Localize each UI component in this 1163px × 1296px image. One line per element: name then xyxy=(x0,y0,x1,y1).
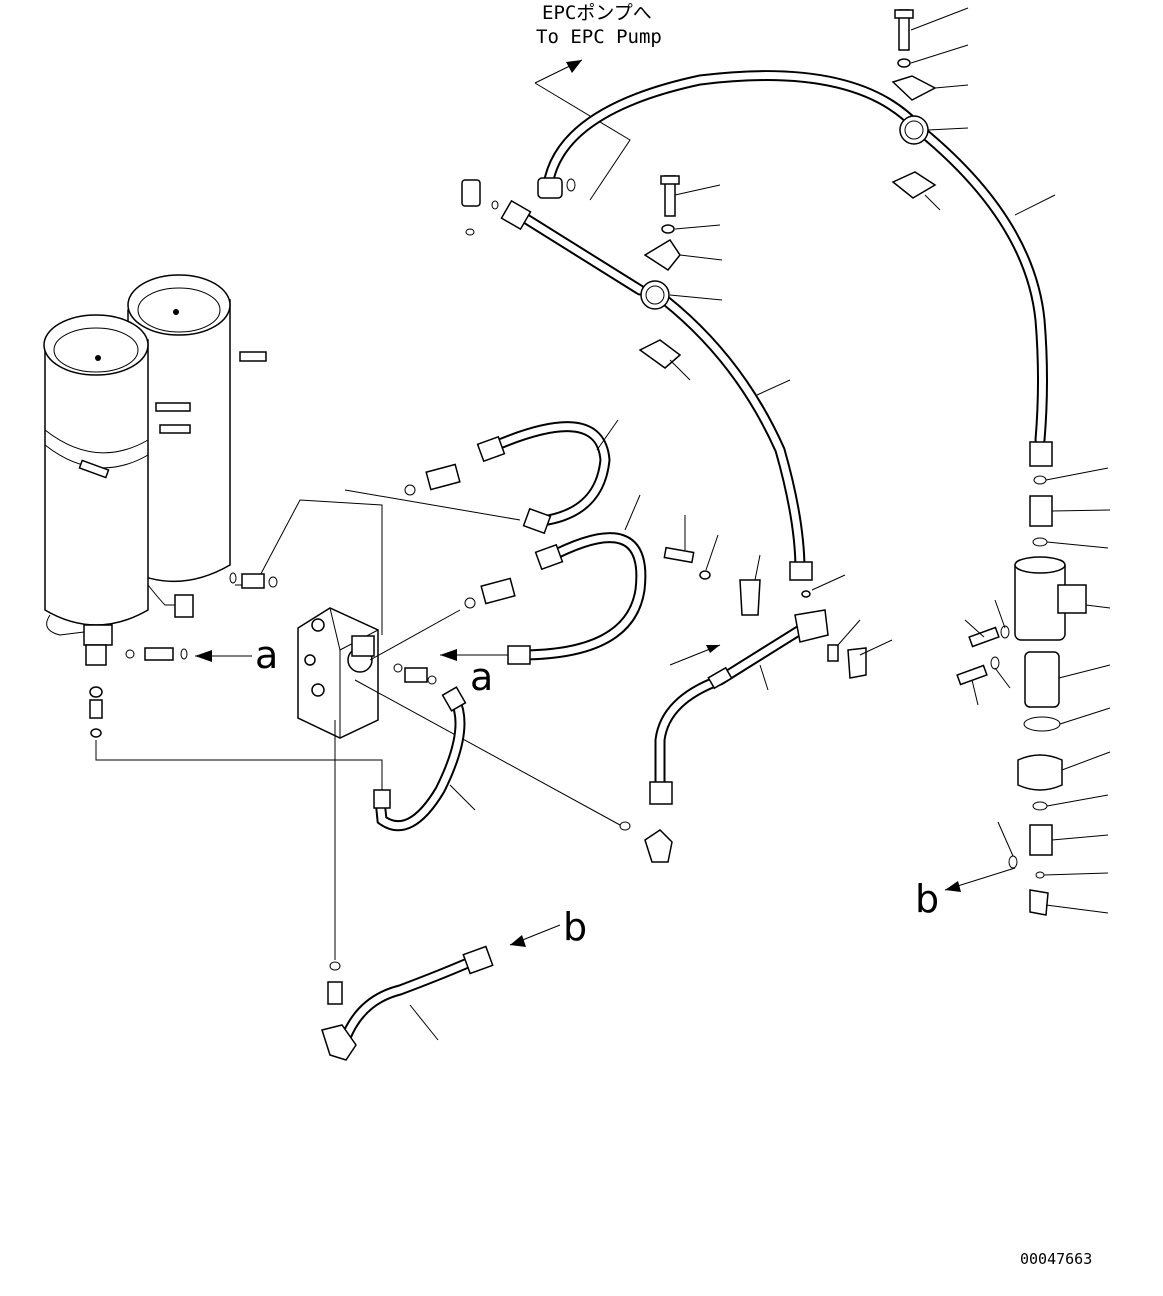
drawing-number: 00047663 xyxy=(1020,1250,1092,1268)
filter-canister-front xyxy=(43,314,194,666)
marker-a-center: a xyxy=(440,649,508,699)
marker-a-left: a xyxy=(195,633,278,677)
marker-a-center-label: a xyxy=(470,655,493,699)
control-valve-block xyxy=(297,607,379,739)
right-parts-stack xyxy=(956,475,1087,916)
leader-valve-elbow xyxy=(354,679,621,826)
elbow-fitting xyxy=(619,821,673,863)
leader-valve-hose1 xyxy=(344,489,521,521)
marker-b-center: b xyxy=(509,905,587,949)
canister-drain-parts xyxy=(89,647,383,790)
hose-valve-to-elbow xyxy=(373,686,476,832)
marker-a-left-label: a xyxy=(255,633,278,677)
epc-pump-arrow xyxy=(534,59,631,201)
clamp-assembly-center xyxy=(638,175,723,381)
hose-bottom-b xyxy=(321,945,494,1061)
hose-lower-loop xyxy=(507,494,647,665)
leader-valve-hose2 xyxy=(369,609,461,661)
center-small-parts xyxy=(663,515,893,679)
marker-b-right: b xyxy=(915,867,1016,921)
right-leader-lines xyxy=(964,467,1111,914)
marker-b-right-label: b xyxy=(915,877,939,921)
header-japanese: EPCポンプへ xyxy=(542,2,652,24)
hose-upper-diagonal xyxy=(461,179,813,581)
hose-lower-middle xyxy=(649,609,829,805)
valve-fittings xyxy=(229,463,516,685)
hose-upper-loop xyxy=(476,419,619,535)
marker-b-center-label: b xyxy=(563,905,587,949)
leader-valve-upper xyxy=(235,499,383,635)
filter-canister-rear xyxy=(127,274,267,583)
header-english: To EPC Pump xyxy=(536,26,662,48)
clamp-assembly-top xyxy=(891,7,969,211)
